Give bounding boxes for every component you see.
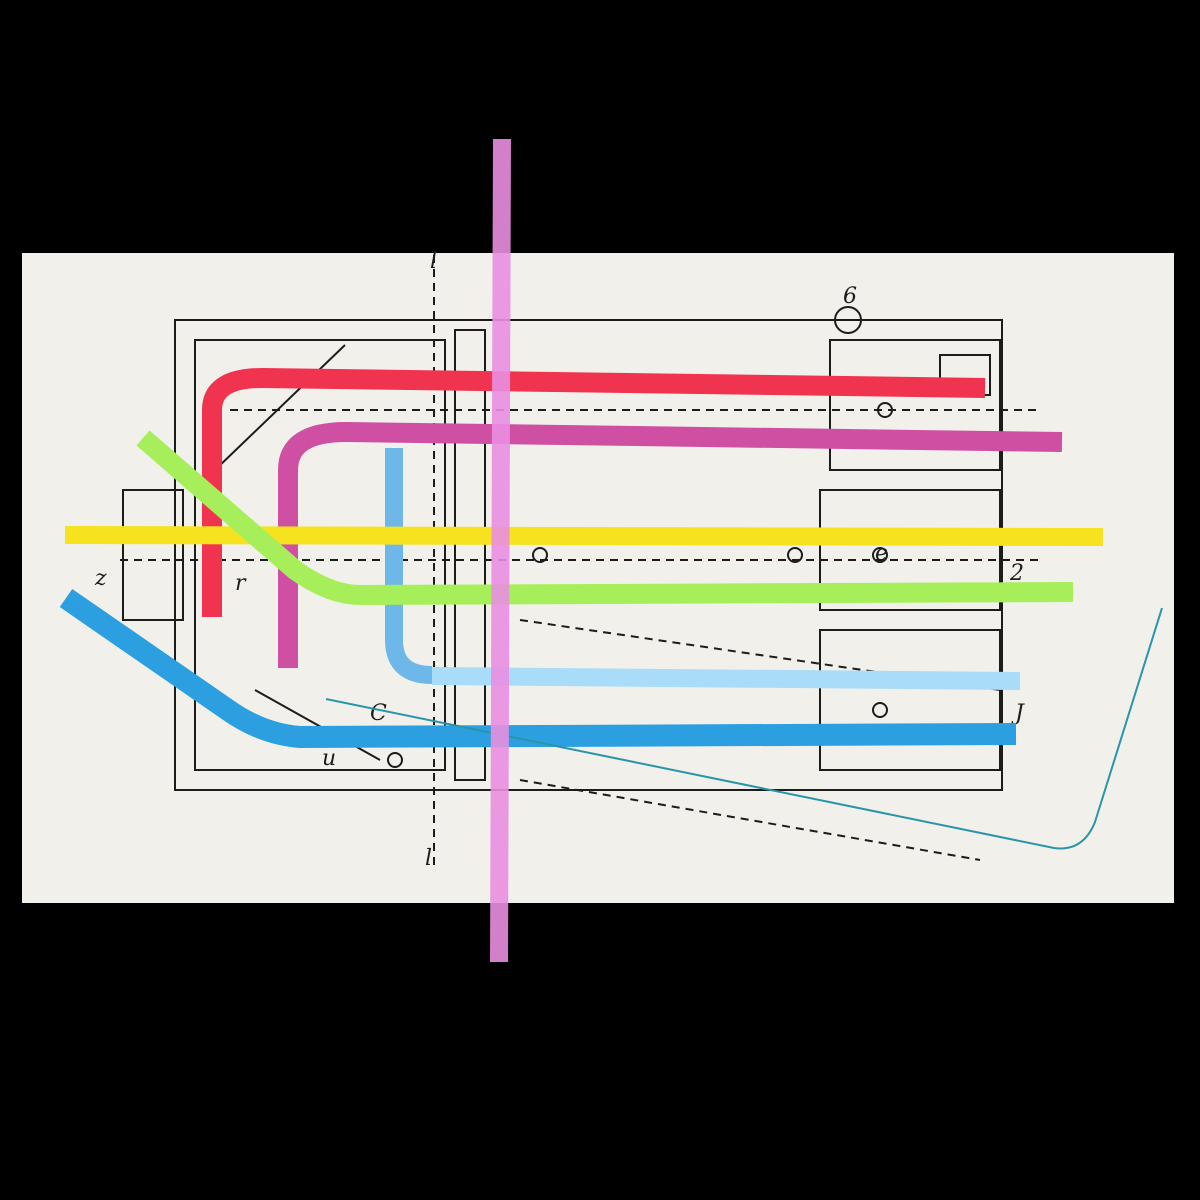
drawing-projection-line (519, 779, 981, 861)
drawing-label-6: 6 (843, 284, 857, 309)
drawing-pivot-6 (872, 702, 888, 718)
drawing-lens-block (122, 489, 184, 621)
drawing-label-2: 2 (1009, 561, 1024, 586)
drinking-straws (59, 138, 1163, 963)
drawing-pivot-5 (387, 752, 403, 768)
pale-blue-straw (431, 667, 1021, 690)
drawing-label-u: u (322, 746, 336, 771)
lime-bendy-straw (136, 430, 1074, 605)
drawing-label-j: J (1011, 701, 1025, 726)
blue-bendy-straw (59, 588, 1017, 748)
drawing-label-l2: l (430, 249, 437, 274)
drawing-pivot-3 (872, 547, 888, 563)
drawing-pivot-1 (532, 547, 548, 563)
drawing-mirror-lower (254, 689, 381, 761)
drawing-knob (834, 306, 862, 334)
drawing-column (454, 329, 486, 781)
drawing-axis-lower (519, 619, 1001, 691)
pink-straight-straw (490, 138, 511, 963)
drawing-middle-housing (819, 489, 1001, 611)
drawing-label-e: e (875, 541, 888, 566)
technical-drawing: z 6 l 2 J l e u r C (94, 249, 1040, 871)
drawing-pivot-2 (787, 547, 803, 563)
drawing-label-z: z (94, 566, 107, 591)
drawing-left-box (194, 339, 446, 771)
drawing-label-c: C (370, 701, 387, 726)
magenta-bendy-straw (278, 422, 1063, 668)
drawing-lower-housing (819, 629, 1001, 771)
white-straw-stripe (325, 607, 1163, 850)
drawing-outer-frame (174, 319, 1003, 791)
drawing-mirror-upper (214, 344, 346, 471)
red-bendy-straw (202, 368, 986, 617)
drawing-label-l: l (425, 846, 432, 871)
drawing-label-r: r (235, 571, 247, 596)
light-blue-bendy-straw (385, 448, 433, 684)
drawing-pivot-4 (877, 402, 893, 418)
drawing-upper-housing (829, 339, 1001, 471)
yellow-straight-straw (64, 526, 1104, 546)
